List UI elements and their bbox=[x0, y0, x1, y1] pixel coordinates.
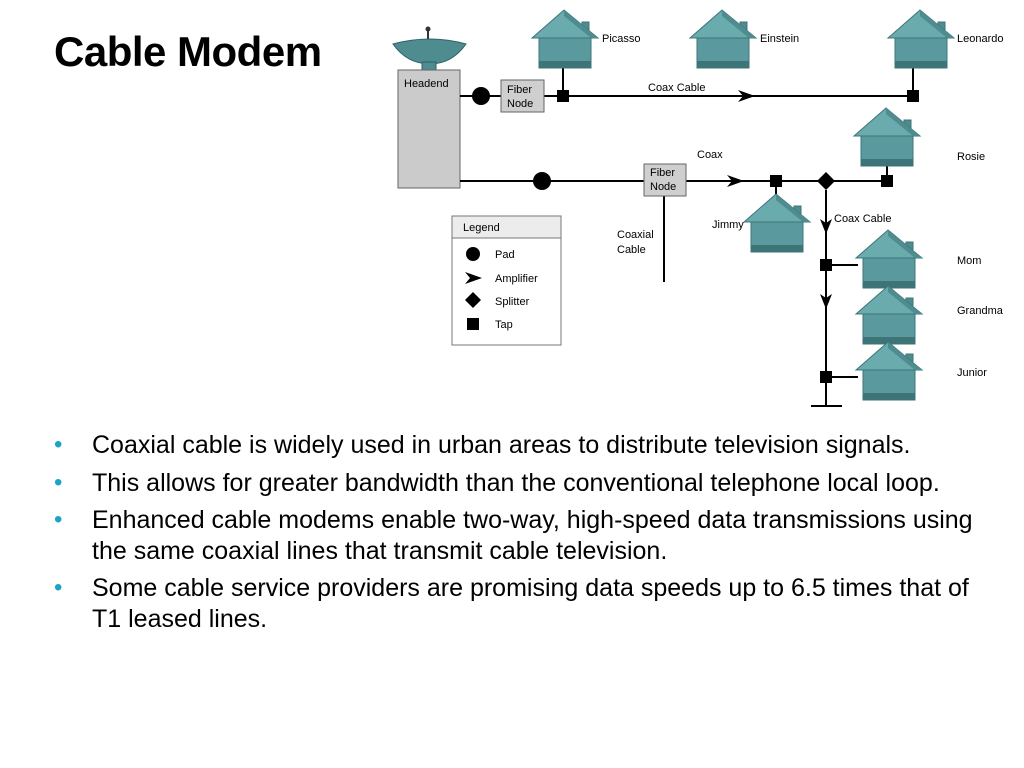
satellite-dish-icon bbox=[392, 26, 467, 71]
house-icon bbox=[855, 229, 923, 289]
house-icon bbox=[853, 107, 921, 167]
legend-tap-icon bbox=[467, 318, 479, 330]
headend-box bbox=[397, 69, 461, 189]
legend-splitter-icon bbox=[465, 292, 481, 308]
list-item: • This allows for greater bandwidth than… bbox=[54, 468, 994, 499]
house-label-jimmy: Jimmy bbox=[712, 219, 744, 231]
house-label-grandma: Grandma bbox=[957, 305, 1004, 317]
fiber-node-mid bbox=[643, 163, 687, 197]
coax-cable-top-label: Coax Cable bbox=[648, 82, 705, 94]
coaxial-cable-label-2: Cable bbox=[617, 244, 646, 256]
bullet-dot-icon: • bbox=[54, 431, 63, 458]
legend-splitter-label: Splitter bbox=[495, 296, 530, 308]
fiber-node-top bbox=[500, 79, 545, 113]
house-label-einstein: Einstein bbox=[760, 33, 799, 45]
bullet-text: Some cable service providers are promisi… bbox=[92, 574, 969, 633]
cable-network-diagram: Headend Fiber Node Coax Cable Fiber Node… bbox=[392, 9, 1004, 407]
coax-mid-label: Coax bbox=[697, 149, 723, 161]
fiber-node-top-label-2: Node bbox=[507, 98, 533, 110]
list-item: • Enhanced cable modems enable two-way, … bbox=[54, 505, 994, 566]
bullet-dot-icon: • bbox=[54, 506, 63, 533]
amplifier-symbol bbox=[738, 90, 755, 102]
tap-symbol bbox=[820, 259, 832, 271]
bullet-dot-icon: • bbox=[54, 468, 63, 496]
list-item: • Coaxial cable is widely used in urban … bbox=[54, 430, 994, 461]
legend-box: Legend Pad Amplifier Splitter Tap bbox=[451, 215, 562, 346]
bullet-text: Enhanced cable modems enable two-way, hi… bbox=[92, 506, 973, 565]
tap-symbol bbox=[557, 90, 569, 102]
pad-symbol bbox=[533, 172, 551, 190]
house-icon bbox=[887, 9, 955, 69]
bullet-dot-icon: • bbox=[54, 574, 63, 601]
bullet-text: Coaxial cable is widely used in urban ar… bbox=[92, 431, 911, 459]
house-label-junior: Junior bbox=[957, 367, 987, 379]
legend-pad-label: Pad bbox=[495, 249, 515, 261]
coaxial-cable-label-1: Coaxial bbox=[617, 229, 654, 241]
tap-symbol bbox=[770, 175, 782, 187]
legend-amplifier-label: Amplifier bbox=[495, 273, 538, 285]
list-item: • Some cable service providers are promi… bbox=[54, 573, 994, 634]
house-label-mom: Mom bbox=[957, 255, 981, 267]
amplifier-symbol bbox=[820, 219, 832, 234]
legend-amplifier-icon bbox=[465, 272, 482, 284]
fiber-node-mid-label-2: Node bbox=[650, 181, 676, 193]
headend-label: Headend bbox=[404, 78, 449, 90]
house-icon bbox=[689, 9, 757, 69]
tap-symbol bbox=[820, 371, 832, 383]
house-icon bbox=[531, 9, 599, 69]
fiber-node-top-label-1: Fiber bbox=[507, 84, 532, 96]
house-icon bbox=[743, 193, 811, 253]
house-label-picasso: Picasso bbox=[602, 33, 641, 45]
legend-pad-icon bbox=[466, 247, 480, 261]
slide-title: Cable Modem bbox=[54, 28, 322, 75]
tap-symbol bbox=[881, 175, 893, 187]
house-label-leonardo: Leonardo bbox=[957, 33, 1004, 45]
legend-title: Legend bbox=[463, 222, 500, 234]
pad-symbol bbox=[472, 87, 490, 105]
legend-tap-label: Tap bbox=[495, 319, 513, 331]
amplifier-symbol bbox=[727, 175, 744, 187]
splitter-symbol bbox=[817, 172, 835, 190]
house-icon bbox=[855, 285, 923, 345]
house-label-rosie: Rosie bbox=[957, 151, 985, 163]
amplifier-symbol bbox=[820, 294, 832, 309]
house-icon bbox=[855, 341, 923, 401]
bullet-text: This allows for greater bandwidth than t… bbox=[92, 468, 940, 497]
coax-cable-branch-label: Coax Cable bbox=[834, 213, 891, 225]
bullet-list: • Coaxial cable is widely used in urban … bbox=[54, 430, 994, 641]
tap-symbol bbox=[907, 90, 919, 102]
fiber-node-mid-label-1: Fiber bbox=[650, 167, 675, 179]
